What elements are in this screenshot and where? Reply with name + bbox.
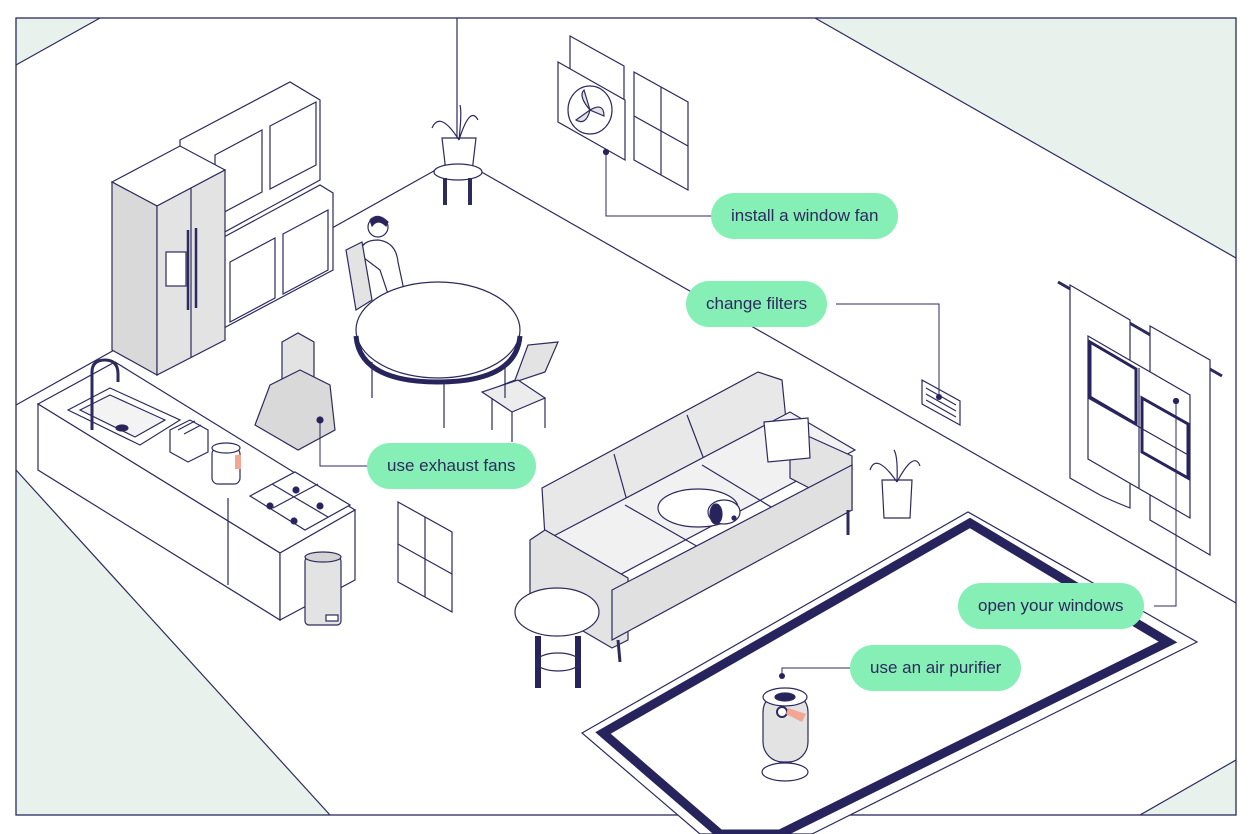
sink-icon (66, 358, 182, 446)
floor-panel (397, 500, 453, 614)
dog-icon (657, 488, 741, 528)
room-walls (15, 17, 1237, 816)
label-use-exhaust-fans: use exhaust fans (367, 443, 536, 489)
person-icon (345, 215, 406, 311)
label-change-filters: change filters (686, 281, 828, 327)
kettle-icon (211, 442, 241, 485)
leader-exhaust (319, 420, 369, 467)
stove-icon (248, 471, 352, 531)
refrigerator-icon (110, 145, 227, 377)
leader-dots (317, 149, 1179, 679)
window-fan-icon (557, 34, 626, 162)
leader-windows (1154, 401, 1177, 607)
trash-can-icon (304, 551, 342, 626)
leader-filters (836, 303, 940, 397)
plant-icon (869, 449, 921, 519)
range-hood-icon (254, 332, 336, 451)
dining-table-icon (353, 281, 523, 428)
air-purifier-icon (761, 687, 809, 782)
toaster-icon (169, 419, 209, 463)
plant-icon (431, 104, 483, 205)
dining-area (345, 215, 559, 442)
back-window (633, 70, 689, 192)
label-install-window-fan: install a window fan (711, 193, 899, 239)
chair-icon (480, 341, 559, 442)
air-vent-icon (921, 378, 961, 427)
side-table-icon (514, 587, 600, 688)
leader-window-fan (605, 152, 713, 217)
label-use-air-purifier: use an air purifier (850, 645, 1022, 691)
label-open-windows: open your windows (958, 583, 1144, 629)
